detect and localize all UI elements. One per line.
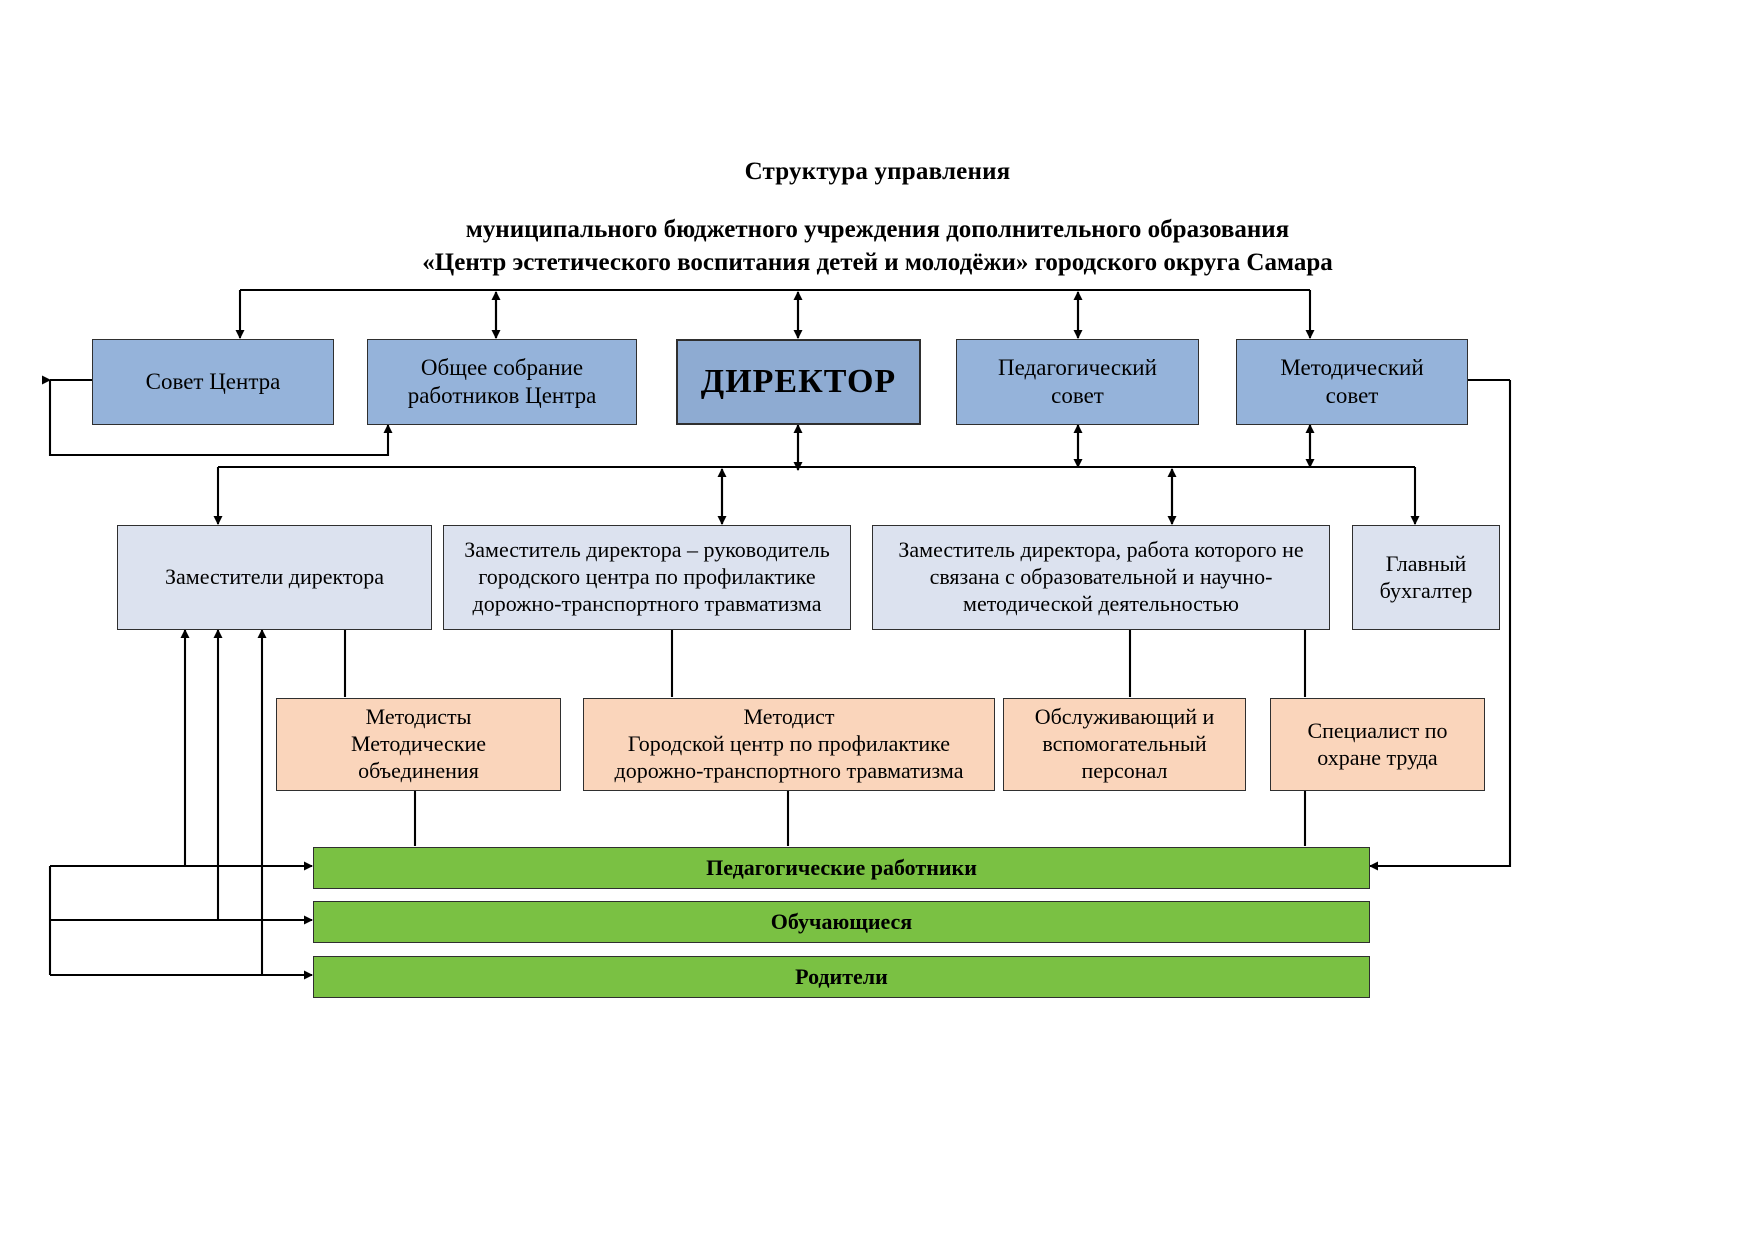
- node-roditeli-label: Родители: [795, 963, 888, 989]
- node-metodicheskiy-sovet[interactable]: Методический совет: [1236, 339, 1468, 425]
- node-director[interactable]: ДИРЕКТОР: [676, 339, 921, 425]
- title-line-1: Структура управления: [744, 158, 1011, 185]
- title-line-2: муниципального бюджетного учреждения доп…: [465, 216, 1290, 243]
- node-pedagogicheskiy-sovet-label: Педагогический совет: [998, 354, 1157, 408]
- node-metodist-dtp[interactable]: Методист Городской центр по профилактике…: [583, 698, 995, 791]
- node-sovet-centra[interactable]: Совет Центра: [92, 339, 334, 425]
- node-sovet-centra-label: Совет Центра: [145, 368, 281, 394]
- node-zamestiteli-direktora-label: Заместители директора: [164, 564, 385, 590]
- node-director-label: ДИРЕКТОР: [700, 363, 897, 401]
- node-roditeli[interactable]: Родители: [313, 956, 1370, 998]
- node-metodisty-label: Методисты Методические объединения: [350, 704, 487, 783]
- node-specialist-ot[interactable]: Специалист по охране труда: [1270, 698, 1485, 791]
- node-metodisty[interactable]: Методисты Методические объединения: [276, 698, 561, 791]
- node-obuchayushchiesya-label: Обучающиеся: [770, 908, 913, 934]
- node-glavny-buhgalter-label: Главный бухгалтер: [1379, 550, 1473, 603]
- node-zam-dtp-label: Заместитель директора – руководитель гор…: [464, 537, 830, 616]
- node-obsluzhivayushchiy-label: Обслуживающий и вспомогательный персонал: [1034, 704, 1215, 783]
- node-obsluzhivayushchiy[interactable]: Обслуживающий и вспомогательный персонал: [1003, 698, 1246, 791]
- node-specialist-ot-label: Специалист по охране труда: [1307, 717, 1448, 770]
- node-pedagogicheskie-rabotniki-label: Педагогические работники: [706, 854, 977, 880]
- node-metodist-dtp-label: Методист Городской центр по профилактике…: [614, 704, 964, 783]
- node-metodicheskiy-sovet-label: Методический совет: [1280, 354, 1424, 408]
- node-glavny-buhgalter[interactable]: Главный бухгалтер: [1352, 525, 1500, 630]
- node-pedagogicheskie-rabotniki[interactable]: Педагогические работники: [313, 847, 1370, 889]
- node-zam-dtp[interactable]: Заместитель директора – руководитель гор…: [443, 525, 851, 630]
- node-pedagogicheskiy-sovet[interactable]: Педагогический совет: [956, 339, 1199, 425]
- node-obuchayushchiesya[interactable]: Обучающиеся: [313, 901, 1370, 943]
- node-zamestiteli-direktora[interactable]: Заместители директора: [117, 525, 432, 630]
- node-obshchee-sobranie[interactable]: Общее собрание работников Центра: [367, 339, 637, 425]
- node-zam-nepedagog[interactable]: Заместитель директора, работа которого н…: [872, 525, 1330, 630]
- node-zam-nepedagog-label: Заместитель директора, работа которого н…: [898, 537, 1304, 616]
- node-obshchee-sobranie-label: Общее собрание работников Центра: [407, 354, 597, 408]
- chart-title: Структура управления муниципального бюдж…: [0, 158, 1755, 279]
- title-line-3: «Центр эстетического воспитания детей и …: [422, 248, 1333, 276]
